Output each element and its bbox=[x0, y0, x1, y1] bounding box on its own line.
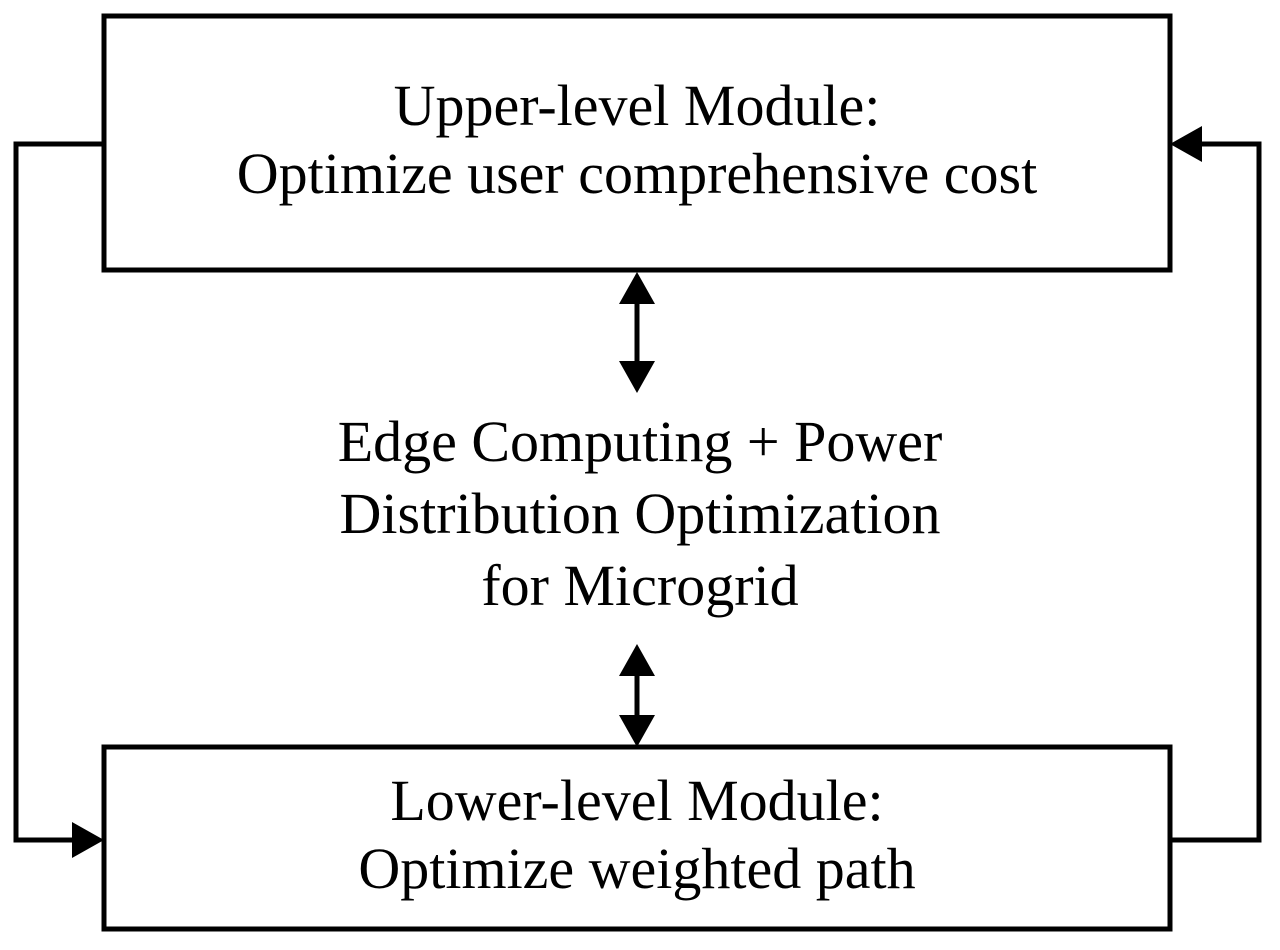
upper-module-objective: Optimize user comprehensive cost bbox=[236, 141, 1038, 207]
upper-module-title: Upper-level Module: bbox=[393, 73, 881, 138]
upper-module-label: Upper-level Module: Optimize user compre… bbox=[104, 72, 1170, 209]
lower-arrow-head-up bbox=[619, 644, 655, 676]
center-node-label: Edge Computing + Power Distribution Opti… bbox=[160, 406, 1120, 622]
lower-arrow-head-down bbox=[619, 715, 655, 747]
lower-module-label: Lower-level Module: Optimize weighted pa… bbox=[104, 767, 1170, 904]
center-node-line-1: Edge Computing + Power bbox=[337, 409, 943, 474]
lower-module-objective: Optimize weighted path bbox=[358, 836, 916, 902]
center-node-line-3: for Microgrid bbox=[481, 552, 799, 618]
upper-arrow-head-up bbox=[619, 272, 655, 304]
lower-module-box bbox=[101, 744, 1173, 932]
right-feedback-arrowhead bbox=[1170, 126, 1202, 162]
left-feedback-line bbox=[13, 141, 104, 843]
left-feedback-arrowhead bbox=[72, 822, 104, 858]
upper-module-box bbox=[101, 13, 1173, 273]
upper-arrow-head-down bbox=[619, 361, 655, 393]
center-node-line-2: Distribution Optimization bbox=[339, 480, 941, 546]
lower-module-title: Lower-level Module: bbox=[390, 768, 884, 833]
right-feedback-line bbox=[1170, 141, 1262, 843]
